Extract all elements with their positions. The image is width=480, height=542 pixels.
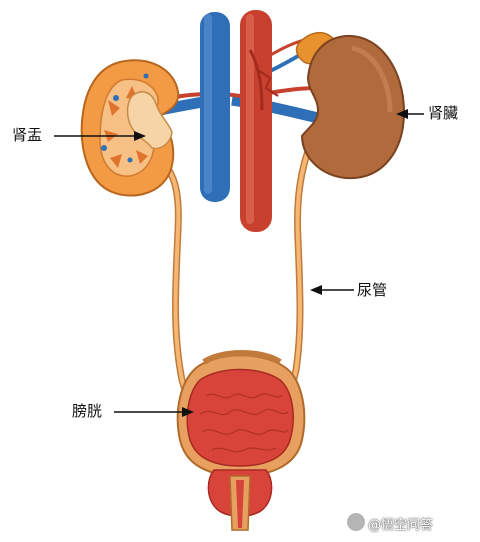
pointer-arrows: [54, 109, 424, 417]
arrow-renal-pelvis: [54, 131, 146, 141]
label-renal-pelvis: 肾盂: [12, 126, 43, 144]
urethra: [207, 469, 273, 531]
arrow-ureter: [310, 285, 354, 295]
label-kidney: 肾臟: [428, 104, 459, 122]
vena-cava: [200, 12, 230, 202]
label-bladder: 膀胱: [72, 402, 103, 420]
label-ureter: 尿管: [357, 281, 388, 299]
watermark-text: @悟空问答: [368, 518, 434, 533]
renal-arteries: [159, 36, 319, 102]
left-kidney: [80, 59, 180, 197]
arrow-kidney: [396, 109, 424, 119]
right-kidney: [300, 34, 406, 180]
renal-pyramids: [104, 86, 148, 168]
bladder-folds: [199, 393, 289, 453]
arrow-bladder: [114, 407, 194, 417]
aorta: [240, 10, 279, 232]
kidney-vessel-spots: [101, 73, 149, 163]
bladder: [176, 350, 306, 478]
bladder-top-muscle: [202, 350, 282, 365]
watermark-logo-icon: [346, 512, 366, 532]
